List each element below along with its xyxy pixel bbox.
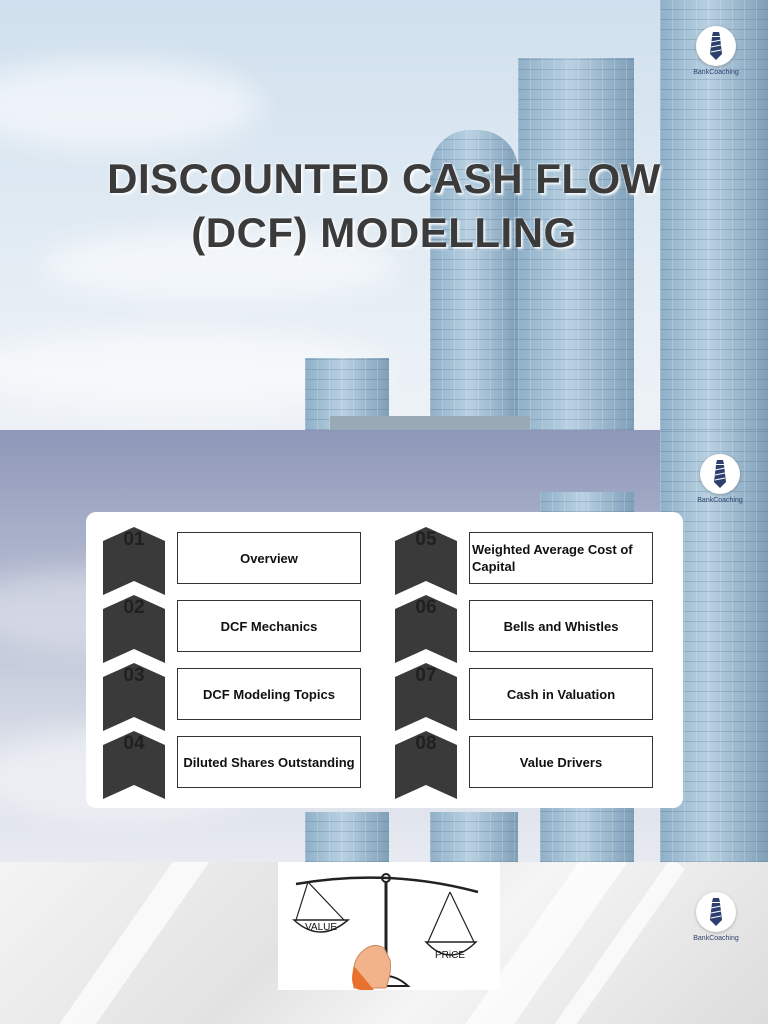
background-streak	[53, 862, 217, 1024]
necktie-icon	[710, 32, 722, 60]
agenda-item: 06 Bells and Whistles	[395, 595, 655, 663]
item-number: 02	[123, 597, 145, 618]
balance-scale-icon: VALUE PRiCE	[292, 873, 479, 990]
cloud	[40, 230, 400, 300]
item-number: 08	[415, 733, 437, 754]
item-label-box: Value Drivers	[469, 736, 653, 788]
building	[430, 130, 518, 430]
item-label: Value Drivers	[519, 754, 603, 770]
logo: BankCoaching	[686, 26, 746, 76]
item-label: Overview	[240, 550, 298, 566]
number-badge: 04	[103, 731, 165, 799]
item-label: Weighted Average Cost of Capital	[472, 542, 633, 574]
item-label-box: DCF Modeling Topics	[177, 668, 361, 720]
agenda-item: 01 Overview	[103, 527, 363, 595]
item-label: DCF Modeling Topics	[203, 686, 335, 702]
slide-title: DISCOUNTED CASH FLOW (DCF) MODELLING	[0, 152, 768, 260]
cloud	[0, 60, 260, 150]
item-label: Diluted Shares Outstanding	[183, 754, 355, 770]
title-slide: DISCOUNTED CASH FLOW (DCF) MODELLING Ban…	[0, 0, 768, 430]
number-badge: 06	[395, 595, 457, 663]
agenda-panel: 01 Overview 02 DCF Mechanics 03 DCF Mode…	[86, 512, 683, 808]
item-number: 03	[123, 665, 145, 686]
logo-text: BankCoaching	[693, 935, 739, 942]
building	[305, 812, 389, 862]
item-number: 07	[415, 665, 437, 686]
agenda-item: 03 DCF Modeling Topics	[103, 663, 363, 731]
number-badge: 05	[395, 527, 457, 595]
agenda-item: 04 Diluted Shares Outstanding	[103, 731, 363, 799]
number-badge: 01	[103, 527, 165, 595]
logo: BankCoaching	[690, 454, 750, 504]
agenda-item: 05 Weighted Average Cost of Capital	[395, 527, 655, 595]
value-price-slide: VALUE PRiCE BankCoaching	[0, 862, 768, 1024]
agenda-item: 08 Value Drivers	[395, 731, 655, 799]
item-label-box: Bells and Whistles	[469, 600, 653, 652]
left-pan-label: VALUE	[305, 922, 337, 933]
item-label-box: Diluted Shares Outstanding	[177, 736, 361, 788]
item-label-box: Weighted Average Cost of Capital	[469, 532, 653, 584]
building	[660, 0, 768, 430]
item-label: Bells and Whistles	[503, 618, 619, 634]
necktie-icon	[714, 460, 726, 488]
item-number: 06	[415, 597, 437, 618]
title-line-1: DISCOUNTED CASH FLOW	[107, 155, 661, 202]
item-label-box: DCF Mechanics	[177, 600, 361, 652]
title-line-2: (DCF) MODELLING	[191, 209, 577, 256]
agenda-item: 02 DCF Mechanics	[103, 595, 363, 663]
item-number: 04	[123, 733, 145, 754]
agenda-item: 07 Cash in Valuation	[395, 663, 655, 731]
logo-text: BankCoaching	[693, 69, 739, 76]
building	[430, 812, 518, 862]
item-label-box: Overview	[177, 532, 361, 584]
logo-text: BankCoaching	[697, 497, 743, 504]
necktie-icon	[710, 898, 722, 926]
building-base	[330, 416, 530, 430]
building	[518, 58, 634, 430]
logo: BankCoaching	[686, 892, 746, 942]
number-badge: 08	[395, 731, 457, 799]
number-badge: 03	[103, 663, 165, 731]
item-label: Cash in Valuation	[506, 686, 616, 702]
item-label: DCF Mechanics	[220, 618, 318, 634]
right-pan-label: PRiCE	[435, 950, 465, 961]
balance-scale-image: VALUE PRiCE	[278, 862, 500, 990]
agenda-slide: BankCoaching 01 Overview 02 DCF Mechanic…	[0, 430, 768, 862]
item-number: 05	[415, 529, 437, 550]
number-badge: 07	[395, 663, 457, 731]
item-label-box: Cash in Valuation	[469, 668, 653, 720]
number-badge: 02	[103, 595, 165, 663]
item-number: 01	[123, 529, 145, 550]
